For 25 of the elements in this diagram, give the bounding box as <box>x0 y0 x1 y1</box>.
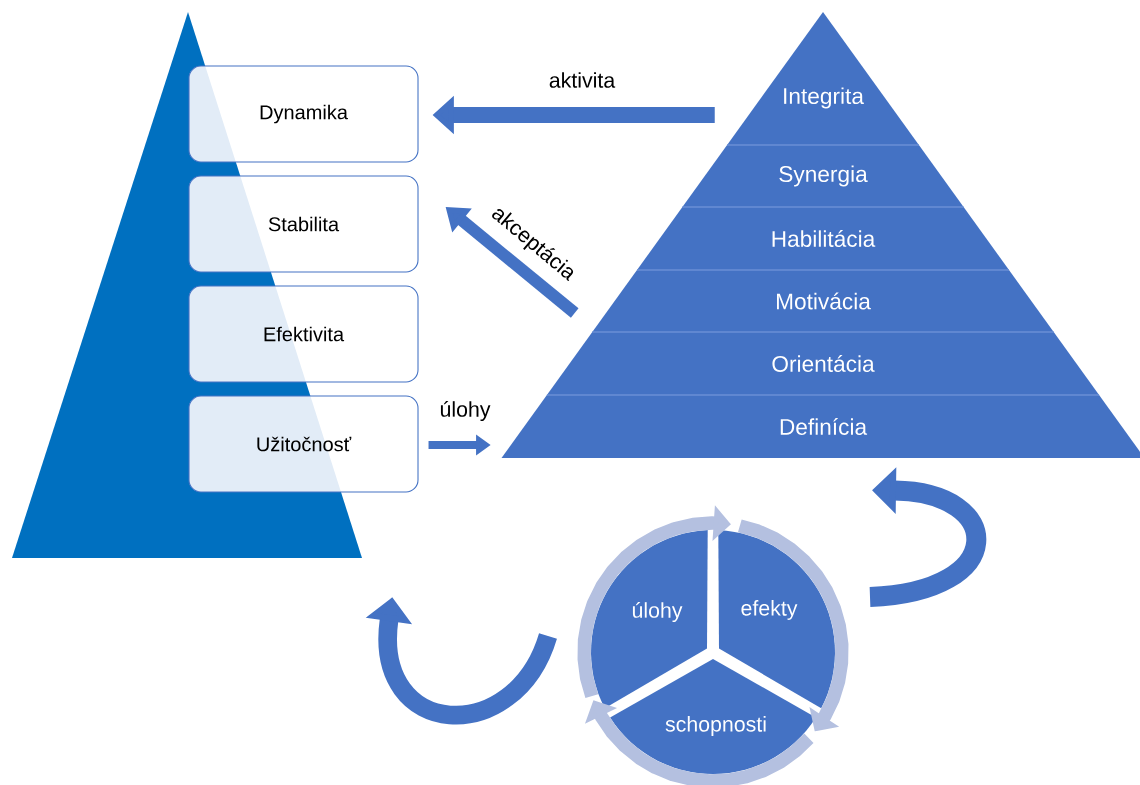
node-label: schopnosti <box>665 716 766 736</box>
cycle-arrow <box>584 700 814 785</box>
text-box: Dynamika <box>188 65 419 163</box>
node-label: Integrita <box>784 87 864 109</box>
edge-label: úlohy <box>438 399 492 423</box>
node-label: Motivácia <box>777 292 871 310</box>
node-label: úlohy <box>632 601 683 623</box>
node-label: efekty <box>741 600 798 620</box>
pyramid-level: Habilitácia <box>637 206 1009 270</box>
pyramid-level: Integrita <box>727 11 919 145</box>
node-label: Orientácia <box>772 355 875 372</box>
cycle-segment: schopnosti <box>610 658 816 774</box>
text-box: Efektivita <box>188 285 419 383</box>
text-box: Užitočnosť <box>188 395 419 493</box>
text-box: Stabilita <box>188 175 419 273</box>
node-label: Synergia <box>779 165 868 187</box>
pyramid-level: Definícia <box>501 394 1140 458</box>
pyramid-level: Motivácia <box>592 269 1054 332</box>
node-label: Habilitácia <box>772 230 876 247</box>
edge-label: aktivita <box>547 70 617 90</box>
cycle-segment: úlohy <box>591 530 708 709</box>
cycle-arrow <box>577 505 731 698</box>
cycle-segment: efekty <box>718 530 835 709</box>
pyramid-level: Synergia <box>682 144 964 207</box>
pyramid-level: Orientácia <box>546 331 1100 395</box>
